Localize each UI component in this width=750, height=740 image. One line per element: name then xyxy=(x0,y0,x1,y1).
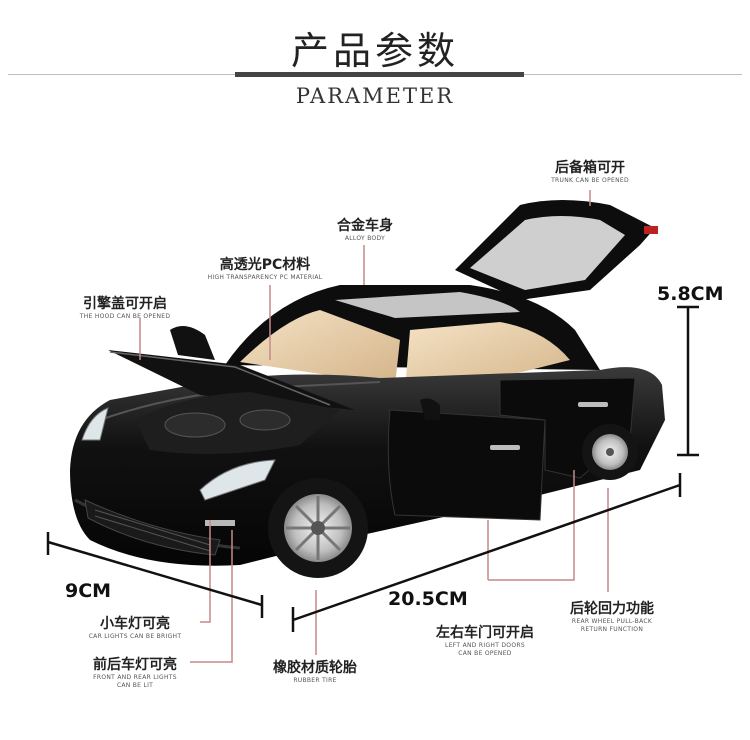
rear-wheel xyxy=(582,424,638,480)
page-title: 产品参数 xyxy=(290,29,459,73)
callout-pc-caption: HIGH TRANSPARENCY PC MATERIAL xyxy=(207,274,323,281)
callout-pc: 高透光PC材料 HIGH TRANSPARENCY PC MATERIAL xyxy=(190,254,340,282)
callout-frontrear-title: 前后车灯可亮 xyxy=(93,657,177,673)
callout-pullback: 后轮回力功能 REAR WHEEL PULL-BACK RETURN FUNCT… xyxy=(552,598,672,634)
callout-lights-caption: CAR LIGHTS CAN BE BRIGHT xyxy=(88,633,182,640)
callout-frontrear-caption-2: CAN BE LIT xyxy=(116,682,154,689)
callout-frontrear: 前后车灯可亮 FRONT AND REAR LIGHTS CAN BE LIT xyxy=(75,654,195,690)
front-wheel xyxy=(268,478,368,578)
engine-bay xyxy=(135,392,340,454)
callout-hood: 引擎盖可开启 THE HOOD CAN BE OPENED xyxy=(65,293,185,321)
callout-trunk-title: 后备箱可开 xyxy=(555,160,625,176)
callout-lights: 小车灯可亮 CAR LIGHTS CAN BE BRIGHT xyxy=(75,613,195,641)
callout-tire: 橡胶材质轮胎 RUBBER TIRE xyxy=(260,657,370,685)
page-subtitle: PARAMETER xyxy=(295,84,455,108)
callout-hood-title: 引擎盖可开启 xyxy=(83,296,167,312)
header-divider-accent xyxy=(235,72,524,77)
front-door xyxy=(387,398,546,521)
callout-frontrear-caption-1: FRONT AND REAR LIGHTS xyxy=(93,674,177,681)
hood xyxy=(108,326,355,410)
callout-alloy-title: 合金车身 xyxy=(337,218,393,234)
dimension-lines xyxy=(46,305,699,632)
callout-tire-caption: RUBBER TIRE xyxy=(293,677,337,684)
callout-trunk: 后备箱可开 TRUNK CAN BE OPENED xyxy=(535,157,645,185)
dimension-height: 5.8CM xyxy=(657,283,724,305)
car-roof xyxy=(225,285,600,390)
fog-light xyxy=(205,520,235,526)
headlight xyxy=(199,459,276,501)
trunk-lid xyxy=(455,200,658,300)
callout-hood-caption: THE HOOD CAN BE OPENED xyxy=(79,313,171,320)
dimension-width: 9CM xyxy=(65,580,112,602)
callout-lights-title: 小车灯可亮 xyxy=(100,616,170,632)
callout-doors-caption-2: CAN BE OPENED xyxy=(458,650,512,657)
callout-lines xyxy=(139,190,609,663)
callout-tire-title: 橡胶材质轮胎 xyxy=(273,660,357,676)
dimension-length: 20.5CM xyxy=(388,588,468,610)
callout-pullback-title: 后轮回力功能 xyxy=(570,601,654,617)
callout-alloy: 合金车身 ALLOY BODY xyxy=(310,215,420,243)
headlight-left xyxy=(81,407,109,441)
callout-doors-title: 左右车门可开启 xyxy=(436,625,534,641)
callout-pc-title: 高透光PC材料 xyxy=(219,257,311,273)
callout-trunk-caption: TRUNK CAN BE OPENED xyxy=(551,177,629,184)
callout-pullback-caption-2: RETURN FUNCTION xyxy=(580,626,644,633)
callout-doors: 左右车门可开启 LEFT AND RIGHT DOORS CAN BE OPEN… xyxy=(420,622,550,658)
callout-alloy-caption: ALLOY BODY xyxy=(344,235,386,242)
callout-pullback-caption-1: REAR WHEEL PULL-BACK xyxy=(571,618,653,625)
callout-doors-caption-1: LEFT AND RIGHT DOORS xyxy=(445,642,525,649)
